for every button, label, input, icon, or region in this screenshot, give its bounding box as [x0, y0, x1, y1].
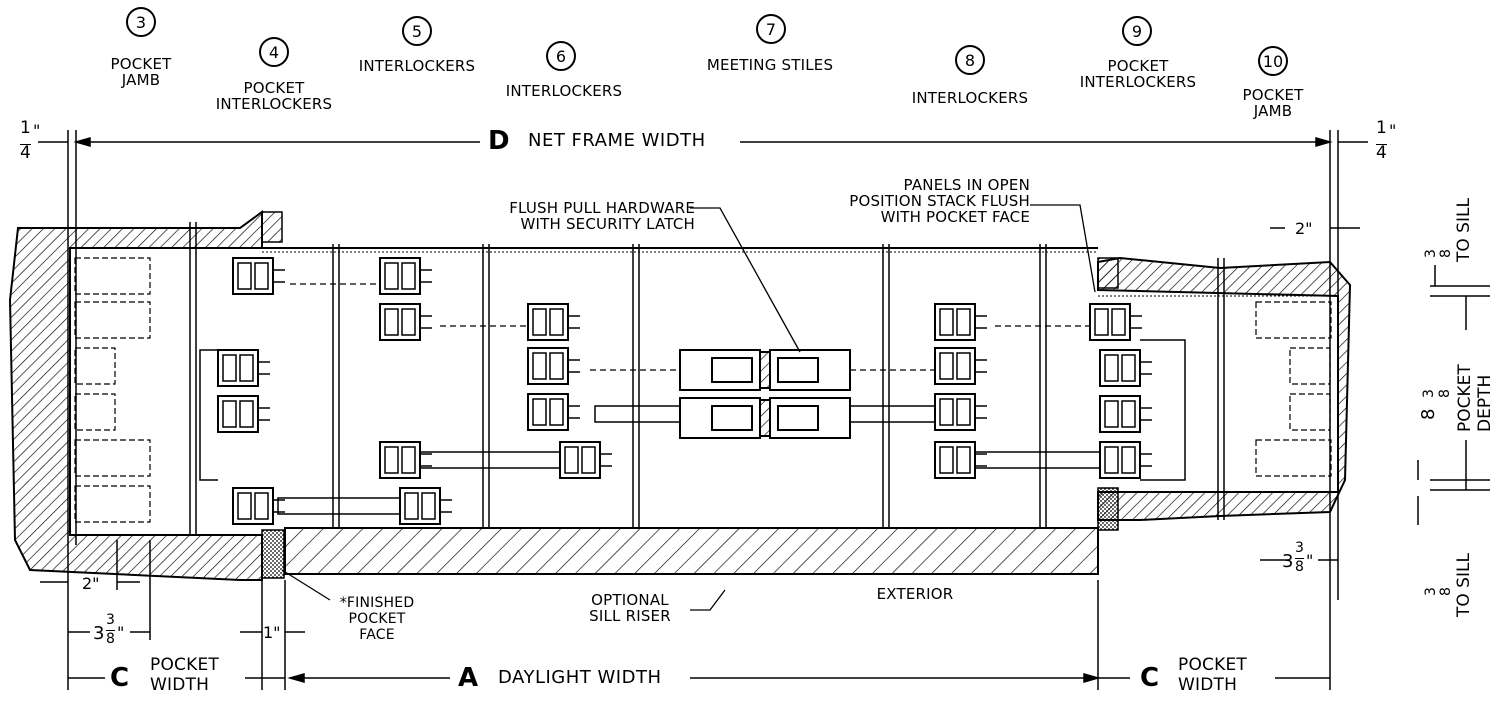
three-eighths-left-inch: ": [117, 623, 125, 642]
net-frame-text: NET FRAME WIDTH: [528, 130, 706, 151]
three-eighths-right-num: 3: [1295, 540, 1304, 556]
sill-riser: [284, 527, 1099, 575]
detail-label-9: POCKET INTERLOCKERS: [1079, 57, 1197, 91]
top-sill-frac-den: 8: [1438, 249, 1454, 258]
quarter-left-inch: ": [33, 121, 41, 140]
detail-label-4: POCKET INTERLOCKERS: [215, 79, 333, 113]
net-frame-letter: D: [488, 126, 510, 156]
flush-pull-callout: FLUSH PULL HARDWARE WITH SECURITY LATCH: [509, 199, 695, 233]
three-eighths-left-whole: 3: [93, 623, 105, 644]
pocket-text-left: POCKET WIDTH: [150, 655, 219, 695]
three-eighths-right-whole: 3: [1282, 551, 1294, 572]
detail-number-5: 5: [402, 16, 432, 46]
quarter-right-inch: ": [1389, 121, 1397, 140]
left-pocket-boxes: [74, 257, 151, 523]
detail-label-8: INTERLOCKERS: [911, 89, 1029, 107]
finished-face-callout: *FINISHED POCKET FACE: [339, 595, 415, 643]
quarter-right-num: 1: [1376, 118, 1387, 138]
detail-number-3: 3: [126, 7, 156, 37]
two-inch-right: 2": [1295, 219, 1313, 238]
quarter-left-num: 1: [20, 118, 31, 138]
quarter-left-den: 4: [20, 143, 31, 163]
sill-riser-callout: OPTIONAL SILL RISER: [589, 591, 671, 625]
detail-label-10: POCKET JAMB: [1242, 86, 1304, 120]
quarter-right-den: 4: [1376, 143, 1387, 163]
detail-number-4: 4: [259, 37, 289, 67]
detail-label-7: MEETING STILES: [706, 56, 834, 74]
three-eighths-right-den: 8: [1295, 558, 1304, 575]
to-sill-top: TO SILL: [1454, 198, 1474, 262]
three-eighths-left-num: 3: [106, 612, 115, 628]
detail-number-6: 6: [546, 41, 576, 71]
three-eighths-right-inch: ": [1306, 551, 1314, 570]
pocket-depth-frac-den: 8: [1437, 389, 1453, 398]
two-inch-left: 2": [82, 574, 100, 593]
detail-number-8: 8: [955, 45, 985, 75]
pocket-text-right: POCKET WIDTH: [1178, 655, 1247, 695]
exterior-label: EXTERIOR: [876, 585, 954, 603]
detail-label-6: INTERLOCKERS: [505, 82, 623, 100]
right-pocket-boxes: [1255, 301, 1332, 477]
bottom-sill-frac-den: 8: [1438, 587, 1454, 596]
pocket-depth-text: POCKET DEPTH: [1455, 364, 1495, 432]
meeting-stiles: [679, 349, 851, 439]
one-inch: 1": [263, 623, 281, 642]
detail-label-5: INTERLOCKERS: [358, 57, 476, 75]
to-sill-bottom: TO SILL: [1454, 553, 1474, 617]
pocket-letter-left: C: [110, 663, 130, 693]
pocket-letter-right: C: [1140, 663, 1160, 693]
detail-label-3: POCKET JAMB: [110, 55, 172, 89]
panels-open-callout: PANELS IN OPEN POSITION STACK FLUSH WITH…: [849, 176, 1030, 226]
detail-number-10: 10: [1258, 46, 1288, 76]
three-eighths-left-den: 8: [106, 630, 115, 647]
detail-number-9: 9: [1122, 16, 1152, 46]
daylight-text: DAYLIGHT WIDTH: [498, 667, 662, 688]
detail-number-7: 7: [756, 14, 786, 44]
pocket-depth-whole: 8: [1418, 408, 1439, 420]
daylight-letter: A: [458, 663, 479, 693]
